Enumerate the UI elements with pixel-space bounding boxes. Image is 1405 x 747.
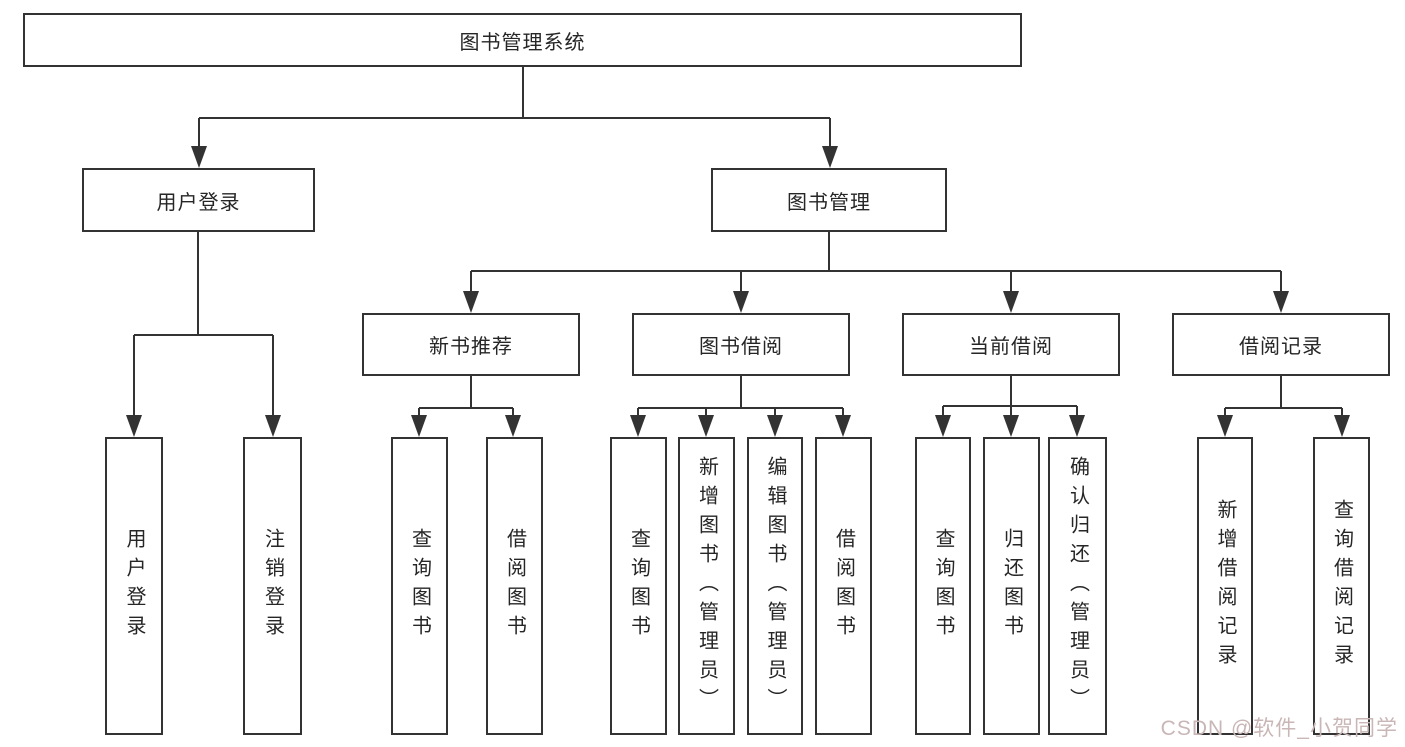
node-leaf-logout: 注销登录 [243, 437, 302, 735]
node-cb-confirm-return-label: 确认归还（管理员） [1066, 455, 1089, 717]
node-bb-add-books-label: 新增图书（管理员） [695, 455, 718, 717]
edge-lines [133, 67, 1343, 433]
node-bb-borrow-books-label: 借阅图书 [832, 528, 855, 644]
node-br-query-record: 查询借阅记录 [1313, 437, 1370, 735]
node-bb-query-books: 查询图书 [610, 437, 667, 735]
node-book-mgmt-branch: 图书管理 [711, 168, 947, 232]
node-bb-query-books-label: 查询图书 [627, 528, 650, 644]
node-rec-borrow-books: 借阅图书 [486, 437, 543, 735]
node-cb-confirm-return: 确认归还（管理员） [1048, 437, 1107, 735]
arrow-down-icons [126, 146, 1350, 437]
node-br-add-record-label: 新增借阅记录 [1214, 499, 1236, 673]
node-user-login-branch-label: 用户登录 [156, 191, 241, 214]
node-cb-query-books-label: 查询图书 [932, 528, 954, 644]
node-borrow-records: 借阅记录 [1172, 313, 1390, 376]
node-br-add-record: 新增借阅记录 [1197, 437, 1253, 735]
node-book-borrow: 图书借阅 [632, 313, 850, 376]
node-book-borrow-label: 图书借阅 [699, 336, 783, 358]
node-bb-borrow-books: 借阅图书 [815, 437, 872, 735]
node-bb-add-books: 新增图书（管理员） [678, 437, 735, 735]
node-leaf-user-login-label: 用户登录 [123, 528, 145, 644]
node-rec-borrow-books-label: 借阅图书 [503, 528, 526, 644]
node-root: 图书管理系统 [23, 13, 1022, 67]
node-br-query-record-label: 查询借阅记录 [1330, 499, 1353, 673]
csdn-watermark: CSDN @软件_小贺同学 [1160, 717, 1398, 740]
node-rec-query-books: 查询图书 [391, 437, 448, 735]
node-current-borrow: 当前借阅 [902, 313, 1120, 376]
node-leaf-user-login: 用户登录 [105, 437, 163, 735]
node-current-borrow-label: 当前借阅 [969, 336, 1053, 358]
node-rec-query-books-label: 查询图书 [408, 528, 431, 644]
node-bb-edit-books-label: 编辑图书（管理员） [764, 455, 786, 717]
node-borrow-records-label: 借阅记录 [1239, 336, 1323, 358]
node-user-login-branch: 用户登录 [82, 168, 315, 232]
node-cb-query-books: 查询图书 [915, 437, 971, 735]
node-root-label: 图书管理系统 [459, 31, 586, 54]
node-book-mgmt-branch-label: 图书管理 [787, 191, 871, 214]
node-cb-return-books: 归还图书 [983, 437, 1040, 735]
node-new-book-rec: 新书推荐 [362, 313, 580, 376]
node-new-book-rec-label: 新书推荐 [429, 336, 513, 358]
node-cb-return-books-label: 归还图书 [1000, 528, 1023, 644]
node-bb-edit-books: 编辑图书（管理员） [747, 437, 803, 735]
node-leaf-logout-label: 注销登录 [261, 528, 284, 644]
